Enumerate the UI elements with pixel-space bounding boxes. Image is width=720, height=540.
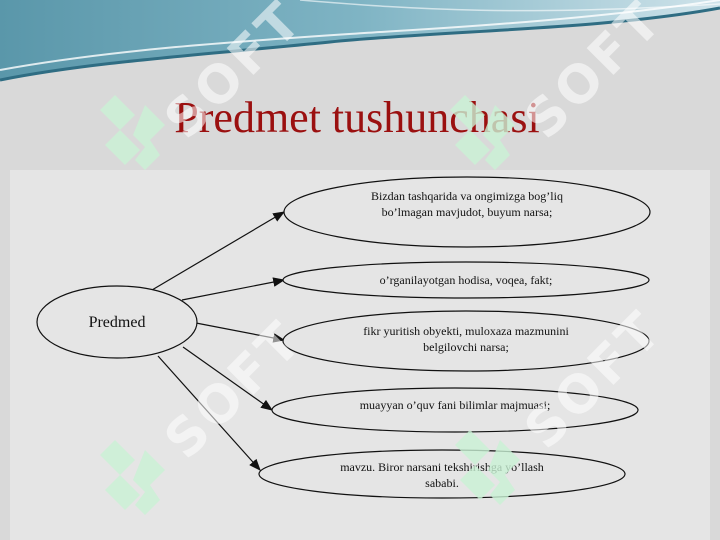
watermark-logo-icon [450, 95, 515, 170]
header-wave [0, 0, 720, 82]
branch-node-4: muayyan o’quv fani bilimlar majmuasi; [271, 387, 639, 433]
branch-node-1-line-1: Bizdan tashqarida va ongimizga bog’liq [371, 189, 563, 203]
watermark-logo-icon [100, 440, 165, 515]
branch-node-2: o’rganilayotgan hodisa, voqea, fakt; [282, 261, 650, 299]
branch-node-3-line-1: fikr yuritish obyekti, muloxaza mazmunin… [363, 324, 569, 338]
arrow-2 [181, 277, 286, 301]
branch-node-1-line-2: bo’lmagan mavjudot, buyum narsa; [382, 205, 553, 219]
arrow-5 [157, 355, 261, 471]
arrow-1 [151, 211, 286, 291]
arrow-3 [195, 322, 286, 343]
arrow-4 [182, 346, 273, 411]
watermark-logo-icon [455, 430, 520, 505]
center-node-label: Predmed [89, 314, 146, 331]
branch-node-3: fikr yuritish obyekti, muloxaza mazmunin… [282, 310, 650, 372]
branch-node-2-line-1: o’rganilayotgan hodisa, voqea, fakt; [380, 273, 553, 287]
branch-node-5-line-2: sababi. [425, 476, 459, 490]
watermark-logo-icon [100, 95, 165, 170]
branch-node-1: Bizdan tashqarida va ongimizga bog’liq b… [283, 176, 651, 248]
center-node: Predmed [36, 285, 198, 359]
branch-node-5: mavzu. Biror narsani tekshirishga yo’lla… [258, 449, 626, 499]
branch-node-4-line-1: muayyan o’quv fani bilimlar majmuasi; [360, 398, 551, 412]
branch-node-3-line-2: belgilovchi narsa; [423, 340, 509, 354]
